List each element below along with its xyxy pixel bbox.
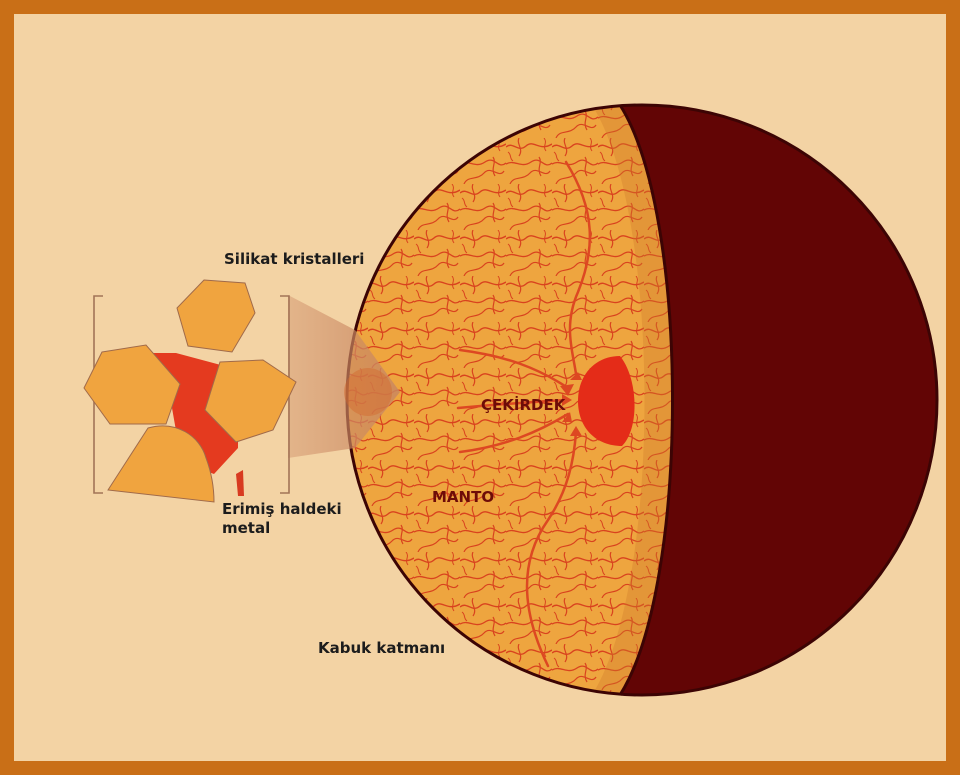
molten-metal-label-line-1: Erimiş haldeki bbox=[222, 500, 342, 519]
core-label: ÇEKİRDEK bbox=[481, 396, 565, 415]
zoom-source-spot bbox=[344, 368, 392, 416]
mantle-label: MANTO bbox=[432, 488, 494, 507]
molten-metal-label-line-2: metal bbox=[222, 519, 342, 538]
silicate-crystals-label: Silikat kristalleri bbox=[224, 250, 364, 269]
molten-metal-label: Erimiş haldeki metal bbox=[222, 500, 342, 538]
crust-layer-label: Kabuk katmanı bbox=[318, 639, 445, 658]
